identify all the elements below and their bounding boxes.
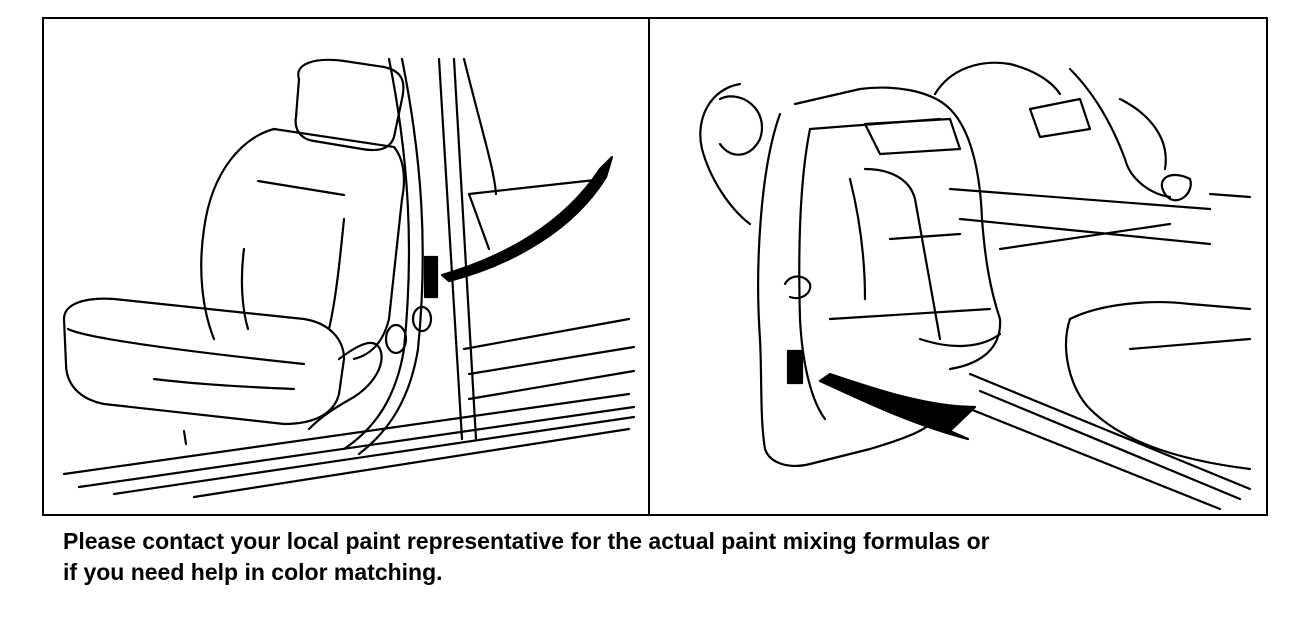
caption-line-1: Please contact your local paint represen… [63, 528, 990, 554]
open-door-edge-illustration [650, 19, 1266, 514]
figure-frame [42, 17, 1268, 516]
front-seat-door-pillar-illustration [44, 19, 648, 514]
panel-divider [648, 17, 650, 516]
caption-line-2: if you need help in color matching. [63, 559, 443, 585]
figure-caption: Please contact your local paint represen… [63, 526, 1243, 588]
